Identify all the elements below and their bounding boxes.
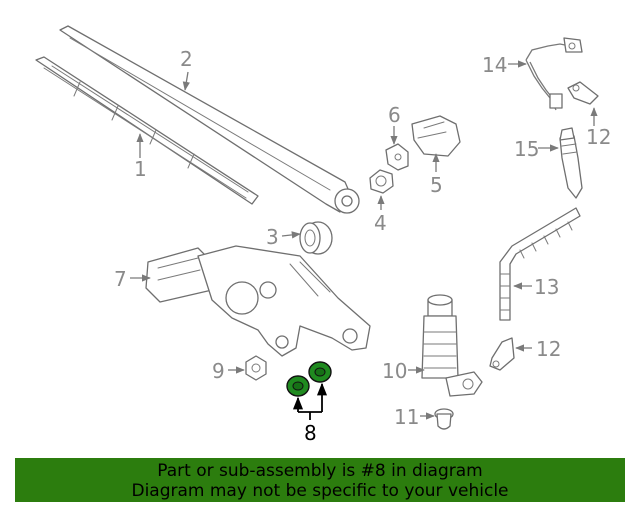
washer-hose — [499, 207, 581, 321]
wiper-arm — [59, 25, 360, 214]
callout-13: 13 — [534, 275, 559, 299]
wiper-blade — [35, 56, 259, 205]
wiper-motor — [145, 245, 371, 357]
callout-7: 7 — [114, 267, 127, 291]
plug — [434, 408, 454, 430]
callout-11: 11 — [394, 405, 419, 429]
banner-line-1: Part or sub-assembly is #8 in diagram — [157, 461, 483, 481]
info-banner: Part or sub-assembly is #8 in diagram Di… — [15, 458, 625, 502]
connector-12-top — [567, 81, 599, 105]
callout-5: 5 — [430, 173, 443, 197]
clip — [385, 143, 409, 171]
callout-10: 10 — [382, 359, 407, 383]
grommet — [299, 221, 333, 255]
callout-8: 8 — [304, 421, 317, 445]
callout-9: 9 — [212, 359, 225, 383]
callout-1: 1 — [134, 157, 147, 181]
callout-12-bottom: 12 — [536, 337, 561, 361]
washer-pump — [421, 294, 483, 397]
nut-4 — [369, 169, 394, 194]
callout-6: 6 — [388, 103, 401, 127]
grommet-8-highlighted — [286, 361, 332, 397]
callout-4: 4 — [374, 211, 387, 235]
callout-2: 2 — [180, 47, 193, 71]
connector-12-bottom — [489, 337, 515, 371]
washer-line — [525, 37, 583, 111]
callout-3: 3 — [266, 225, 279, 249]
cap — [411, 115, 461, 157]
callout-12-top: 12 — [586, 125, 611, 149]
callout-15: 15 — [514, 137, 539, 161]
nut-9 — [245, 355, 267, 381]
callout-14: 14 — [482, 53, 507, 77]
banner-line-2: Diagram may not be specific to your vehi… — [131, 481, 509, 501]
washer-nozzle — [559, 127, 583, 199]
